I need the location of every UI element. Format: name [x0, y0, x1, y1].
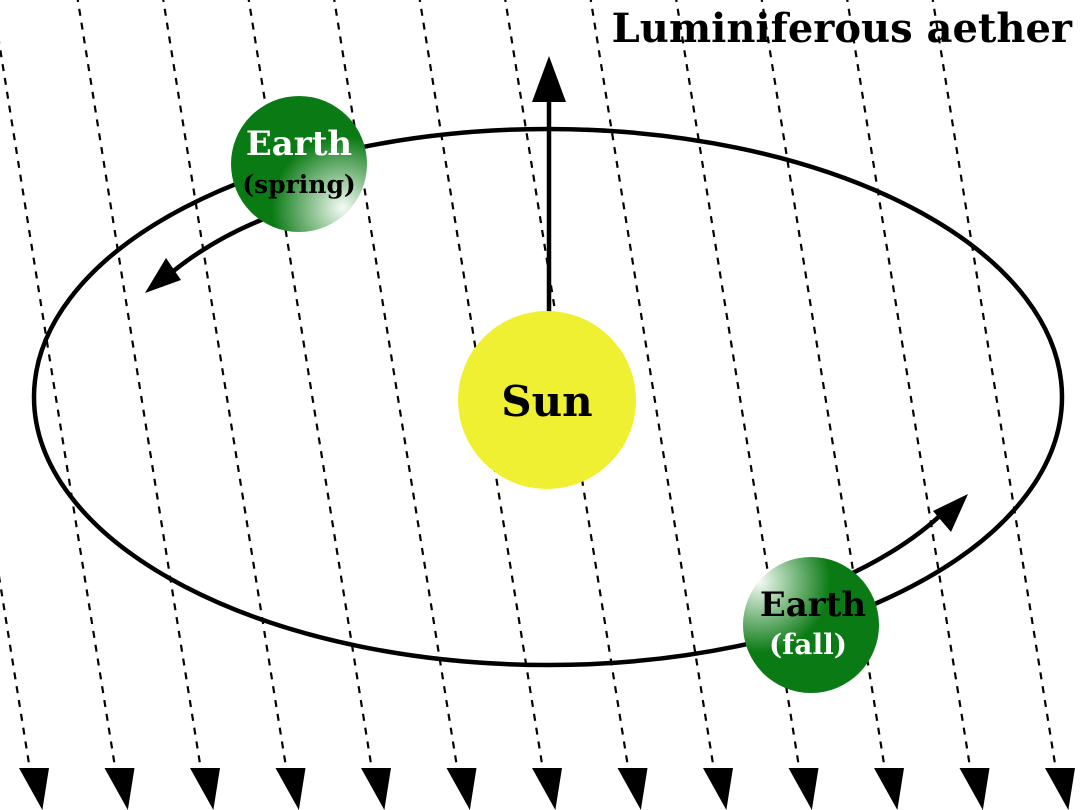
aether-arrowhead — [617, 768, 648, 810]
aether-line — [846, 0, 972, 773]
aether-arrowhead — [361, 768, 391, 810]
aether-line — [675, 0, 801, 773]
earth-spring-disc — [231, 96, 367, 232]
earth-spring-label: Earth — [246, 124, 352, 164]
earth-fall-motion-arrow — [841, 494, 968, 581]
sun-motion-arrow — [532, 56, 566, 312]
earth-spring-motion-arrow — [145, 209, 283, 293]
earth-fall-disc — [743, 557, 879, 693]
aether-arrowhead — [1045, 768, 1075, 810]
aether-line — [589, 0, 716, 773]
aether-arrowhead — [104, 768, 135, 810]
aether-arrowhead — [788, 768, 819, 810]
aether-arrowhead — [703, 768, 733, 810]
aether-line — [0, 575, 32, 773]
sun-label: Sun — [501, 377, 592, 426]
sun-disc — [458, 311, 636, 489]
aether-arrowhead — [532, 768, 562, 810]
aether-line — [760, 0, 887, 773]
aether-line — [333, 0, 459, 773]
earth-spring-season: (spring) — [242, 170, 356, 199]
aether-arrowheads — [19, 768, 1075, 810]
aether-arrowhead — [446, 768, 477, 810]
aether-arrowhead — [959, 768, 990, 810]
aether-line — [162, 0, 288, 773]
aether-arrowhead — [275, 768, 306, 810]
diagram-title: Luminiferous aether — [612, 5, 1073, 52]
aether-line — [76, 0, 203, 773]
sun: Sun — [458, 311, 636, 489]
aether-line — [931, 0, 1058, 773]
earth-fall: Earth (fall) — [743, 557, 879, 693]
aether-line — [0, 41, 117, 773]
aether-arrowhead — [190, 768, 220, 810]
aether-arrowhead — [19, 768, 49, 810]
earth-fall-season: (fall) — [769, 628, 847, 661]
earth-spring: Earth (spring) — [231, 96, 367, 232]
aether-arrowhead — [874, 768, 904, 810]
earth-fall-label: Earth — [760, 585, 866, 625]
